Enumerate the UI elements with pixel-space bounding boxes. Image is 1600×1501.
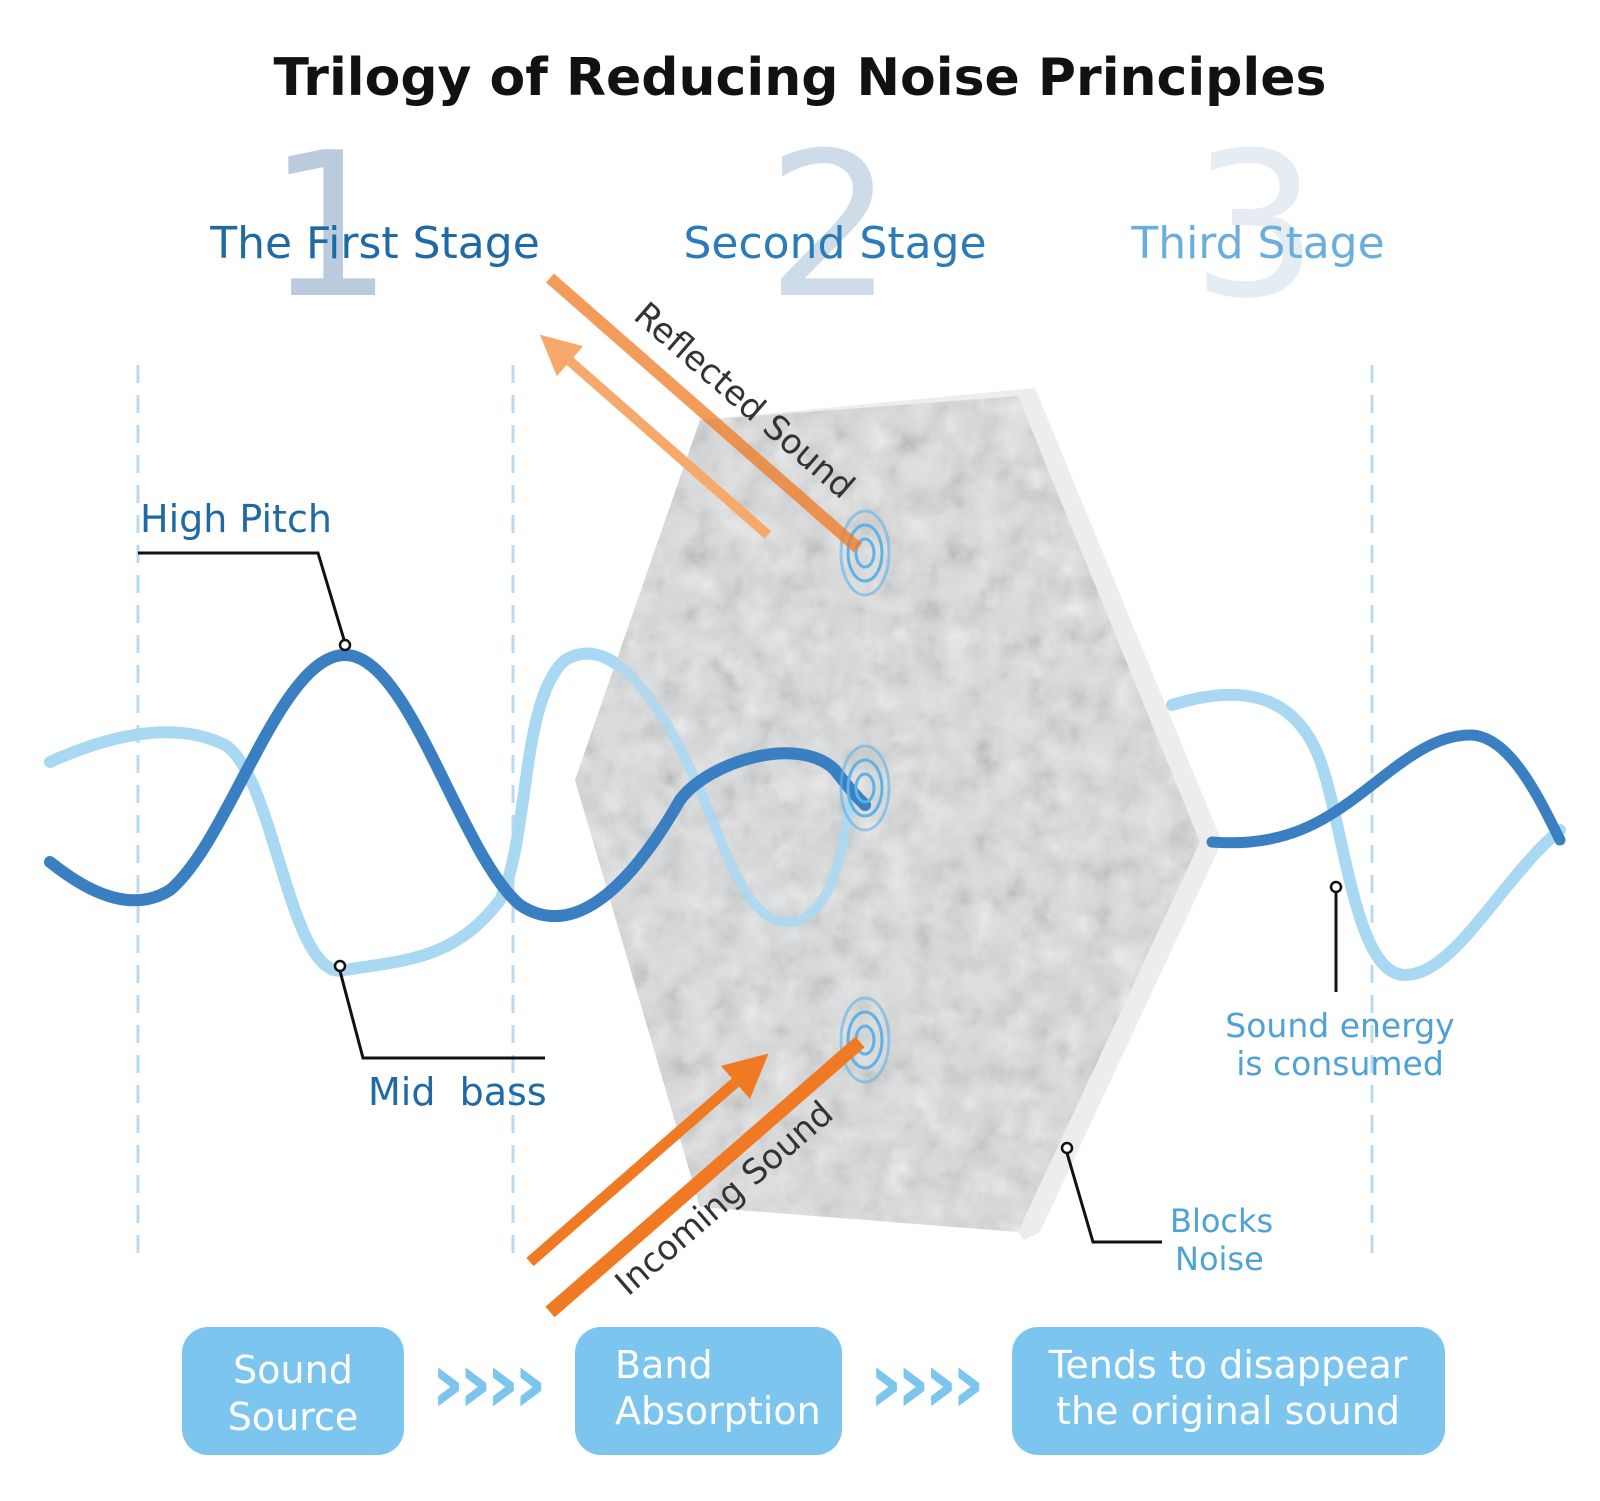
flow-arrows-1: ›››› [430, 1333, 541, 1433]
energy-label-line1: Sound energy [1225, 1006, 1454, 1045]
mid-bass-label: Mid bass [368, 1070, 547, 1114]
flow-box [182, 1327, 404, 1455]
mid-bass-wave-right [1166, 688, 1566, 982]
flow-step-band-absorption: Band Absorption [575, 1327, 842, 1455]
blocks-label-line2: Noise [1175, 1240, 1264, 1278]
high-pitch-label: High Pitch [140, 497, 332, 541]
energy-label-line2: is consumed [1236, 1044, 1444, 1083]
impact-rings-top [839, 509, 891, 597]
flow-box [1012, 1327, 1445, 1455]
reflected-sound-arrow [539, 334, 772, 539]
flow-step-sound-source: Sound Source [182, 1327, 404, 1455]
flow-step-line1: Tends to disappear [1048, 1343, 1408, 1387]
mid-bass-marker [333, 959, 347, 973]
flow-step-line2: Source [228, 1395, 359, 1439]
mid-bass-leader [338, 970, 545, 1060]
flow-step-line2: Absorption [615, 1389, 821, 1433]
stage-2-number: 2 [766, 110, 893, 343]
blocks-leader [1065, 1152, 1162, 1244]
diagram-title: Trilogy of Reducing Noise Principles [274, 48, 1327, 108]
reflected-sound-ray [546, 273, 862, 553]
energy-marker [1329, 880, 1343, 894]
flow-box [575, 1327, 842, 1455]
flow-step-line2: the original sound [1056, 1389, 1400, 1433]
high-pitch-leader [138, 551, 347, 644]
stage-1-number: 1 [266, 110, 393, 343]
incoming-sound-ray [545, 1036, 865, 1318]
stage-3-label: Third Stage [1130, 218, 1384, 269]
flow-step-line1: Band [615, 1343, 713, 1387]
high-pitch-wave [44, 648, 871, 923]
stage-1-label: The First Stage [209, 218, 540, 269]
high-pitch-wave-right [1206, 729, 1566, 849]
flow-step-disappear: Tends to disappear the original sound [1012, 1327, 1445, 1455]
blocks-marker [1060, 1141, 1074, 1155]
high-pitch-marker [338, 638, 352, 652]
stage-2-label: Second Stage [683, 218, 986, 269]
impact-rings-middle [839, 744, 891, 832]
acoustic-panel [575, 388, 1222, 1240]
panel-texture [575, 396, 1200, 1232]
mid-bass-wave-overlay [560, 648, 855, 927]
flow-arrows-2: ›››› [868, 1333, 979, 1433]
blocks-label-line1: Blocks [1170, 1202, 1273, 1240]
stage-dividers [136, 365, 1374, 1265]
incoming-sound-arrow [526, 1053, 769, 1267]
flow-step-line1: Sound [233, 1348, 353, 1392]
stage-3-number: 3 [1191, 110, 1318, 343]
